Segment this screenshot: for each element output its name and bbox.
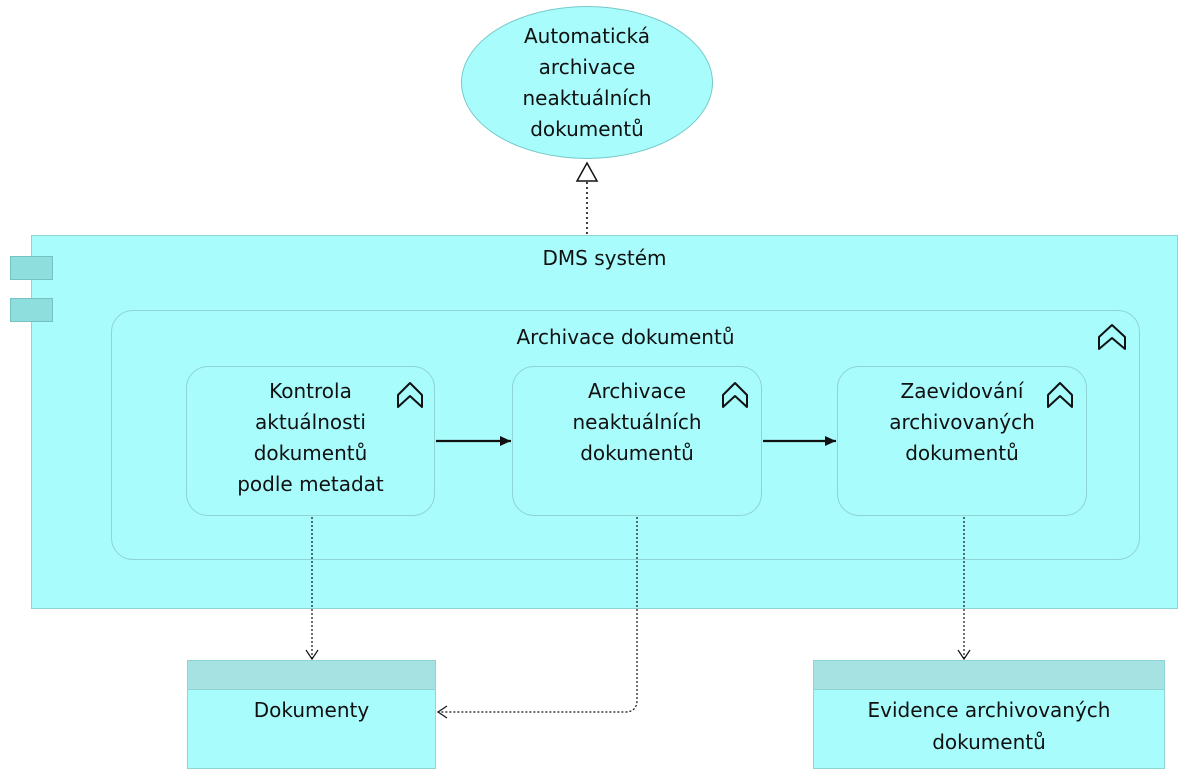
service-label: Automatická archivace neaktuálních dokum…	[522, 23, 652, 141]
function-chevron-icon	[397, 382, 423, 408]
function-chevron-icon	[722, 382, 748, 408]
function-label: Archivace neaktuálních dokumentů	[572, 379, 702, 465]
data-object-label: Dokumenty	[253, 698, 370, 722]
data-object-documents: Dokumenty	[187, 660, 436, 769]
function-chevron-icon	[1047, 382, 1073, 408]
function-check-currency	[186, 366, 435, 516]
function-archive-outdated	[512, 366, 762, 516]
function-label: Kontrola aktuálnosti dokumentů podle met…	[237, 379, 384, 496]
function-register-archived	[837, 366, 1087, 516]
service-automatic-archiving: Automatická archivace neaktuálních dokum…	[461, 6, 713, 159]
data-object-header-band	[188, 661, 435, 690]
component-tab-icon	[10, 298, 53, 322]
access-step2-to-documents	[436, 517, 638, 719]
function-chevron-icon	[1098, 324, 1126, 350]
data-object-archived-register: Evidence archivovaných dokumentů	[813, 660, 1165, 769]
component-tab-icon	[10, 256, 53, 280]
process-title: Archivace dokumentů	[516, 325, 735, 349]
data-object-label: Evidence archivovaných dokumentů	[867, 698, 1111, 754]
realization-arrowhead-icon	[575, 161, 599, 182]
function-label: Zaevidování archivovaných dokumentů	[889, 379, 1035, 465]
component-title: DMS systém	[542, 246, 667, 270]
data-object-header-band	[814, 661, 1164, 690]
